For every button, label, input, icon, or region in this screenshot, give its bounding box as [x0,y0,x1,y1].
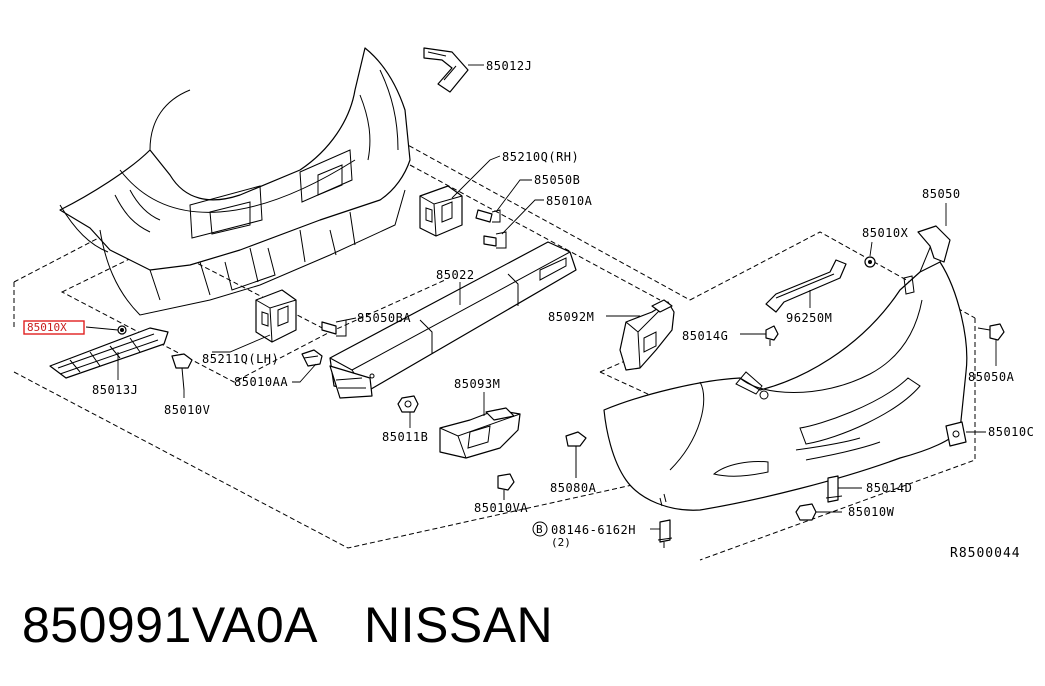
label-85011B[interactable]: 85011B [382,430,428,444]
label-85211Q[interactable]: 85211Q(LH) [202,352,279,366]
clip-85010C[interactable] [945,421,967,447]
part-85092M-bracket[interactable] [619,299,675,371]
part-85013J-side-trim[interactable] [49,327,169,379]
screw-85050A[interactable] [977,323,1005,341]
bolt-85010VA[interactable] [497,473,515,500]
label-85022[interactable]: 85022 [436,268,475,282]
part-85210Q-rh[interactable] [419,185,463,237]
label-96250M[interactable]: 96250M [786,311,832,325]
screw-85010V[interactable] [171,353,193,391]
label-85050BA[interactable]: 85050BA [357,311,411,325]
part-85012J[interactable] [423,47,469,93]
label-85050[interactable]: 85050 [922,187,961,201]
label-bolt-prefix: B [536,523,543,536]
label-85010A[interactable]: 85010A [546,194,593,208]
label-85010X-right[interactable]: 85010X [862,226,909,240]
diagram-reference-code: R8500044 [950,546,1021,561]
bolt-prefix-circle [532,521,548,537]
caption-part-number: 850991VA0A [22,597,318,653]
label-85050A[interactable]: 85050A [968,370,1015,384]
part-85050-bumper-fascia[interactable] [603,225,968,511]
bolt-85050B[interactable] [475,209,501,223]
part-85211Q-lh[interactable] [255,289,297,343]
caption-brand: NISSAN [364,597,554,653]
highlight-box-85010X [23,320,85,335]
nut-85010W[interactable] [795,503,817,521]
bolt-85050BA[interactable] [321,319,347,337]
part-85093M-bracket[interactable] [439,407,521,459]
label-85013J[interactable]: 85013J [92,383,138,397]
label-85014G[interactable]: 85014G [682,329,728,343]
label-85010AA[interactable]: 85010AA [234,375,288,389]
label-85010V[interactable]: 85010V [164,403,210,417]
screw-85080A[interactable] [565,431,587,478]
bolt-85014D[interactable] [825,475,843,503]
caption: 850991VA0A NISSAN [22,596,553,654]
rear-body-panel [59,47,411,316]
bolt-85010AA[interactable] [301,349,323,367]
part-labels: 85012J 85210Q(RH) 85050B 85010A 85050 85… [27,59,1034,561]
label-85080A[interactable]: 85080A [550,481,597,495]
label-85210Q[interactable]: 85210Q(RH) [502,150,579,164]
part-85022-reinforcement[interactable] [329,241,577,399]
bolt-08146-6162H[interactable] [657,519,673,548]
label-85093M[interactable]: 85093M [454,377,500,391]
label-85092M[interactable]: 85092M [548,310,594,324]
label-85010X-left[interactable]: 85010X [27,321,67,334]
clip-85010X-right[interactable] [864,256,876,268]
clip-85010X-left[interactable] [117,325,127,335]
bolt-85010A[interactable] [483,231,507,249]
label-85012J[interactable]: 85012J [486,59,532,73]
clip-85011B[interactable] [397,395,419,413]
label-85050B[interactable]: 85050B [534,173,580,187]
label-85014D[interactable]: 85014D [866,481,912,495]
label-08146-qty: (2) [551,536,571,549]
label-85010VA[interactable]: 85010VA [474,501,528,515]
label-08146-6162H[interactable]: 08146-6162H [551,523,636,537]
label-85010W[interactable]: 85010W [848,505,895,519]
label-85010C[interactable]: 85010C [988,425,1034,439]
clip-85014G[interactable] [765,325,779,346]
part-96250M-bracket[interactable] [765,259,847,313]
